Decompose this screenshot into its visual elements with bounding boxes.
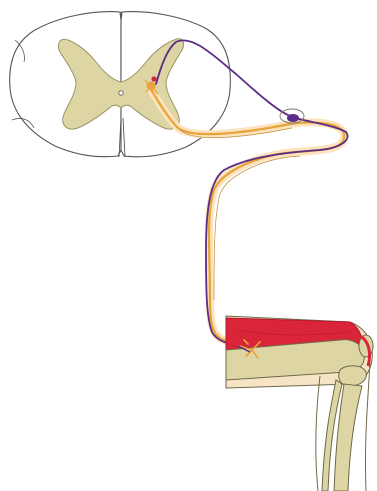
motor-fiber-sheath <box>150 88 344 342</box>
dorsal-root-ganglion <box>287 114 299 122</box>
synapse-sensory-terminal <box>151 76 156 81</box>
leg <box>226 316 373 491</box>
knee-joint <box>339 366 367 386</box>
central-canal <box>119 91 123 95</box>
